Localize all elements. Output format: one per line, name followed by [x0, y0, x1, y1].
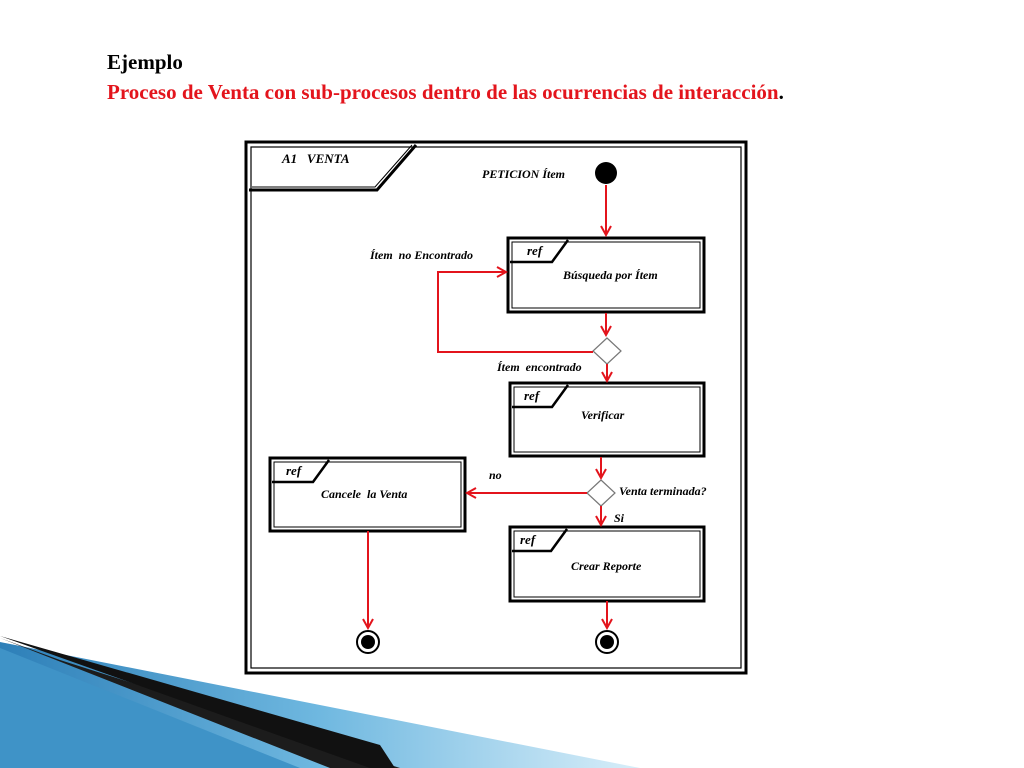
ref-box-crear-reporte: ref Crear Reporte — [508, 525, 706, 603]
cancele-label: Cancele la Venta — [321, 487, 407, 501]
slide-title: Ejemplo — [107, 50, 183, 74]
ref-box-verificar: ref Verificar — [508, 381, 706, 458]
decorative-ribbon — [0, 636, 640, 768]
guard-no: no — [489, 468, 502, 482]
guard-not-found: Ítem no Encontrado — [369, 248, 473, 262]
guard-si: Si — [614, 511, 625, 525]
ref-tag: ref — [527, 243, 544, 258]
ref-tag: ref — [524, 388, 541, 403]
ref-box-busqueda: ref Búsqueda por Ítem — [506, 236, 706, 314]
frame-label: A1 VENTA — [281, 151, 350, 166]
subtitle-period: . — [778, 80, 784, 104]
start-label: PETICION Ítem — [482, 167, 565, 181]
verificar-label: Verificar — [581, 408, 625, 422]
guard-found: Ítem encontrado — [496, 360, 582, 374]
ref-box-cancele: ref Cancele la Venta — [268, 456, 467, 533]
initial-node — [595, 162, 617, 184]
ref-tag: ref — [520, 532, 537, 547]
flow-not-found-loop — [437, 272, 593, 353]
control-flows — [368, 185, 607, 628]
guard-venta-terminada: Venta terminada? — [619, 484, 707, 498]
subtitle-text: Proceso de Venta con sub-procesos dentro… — [107, 80, 779, 104]
slide-subtitle: Proceso de Venta con sub-procesos dentro… — [107, 80, 784, 105]
final-node-cancel — [356, 630, 380, 654]
crear-reporte-label: Crear Reporte — [571, 559, 642, 573]
busqueda-label: Búsqueda por Ítem — [562, 268, 658, 282]
ref-tag: ref — [286, 463, 303, 478]
final-node-reporte — [595, 630, 619, 654]
